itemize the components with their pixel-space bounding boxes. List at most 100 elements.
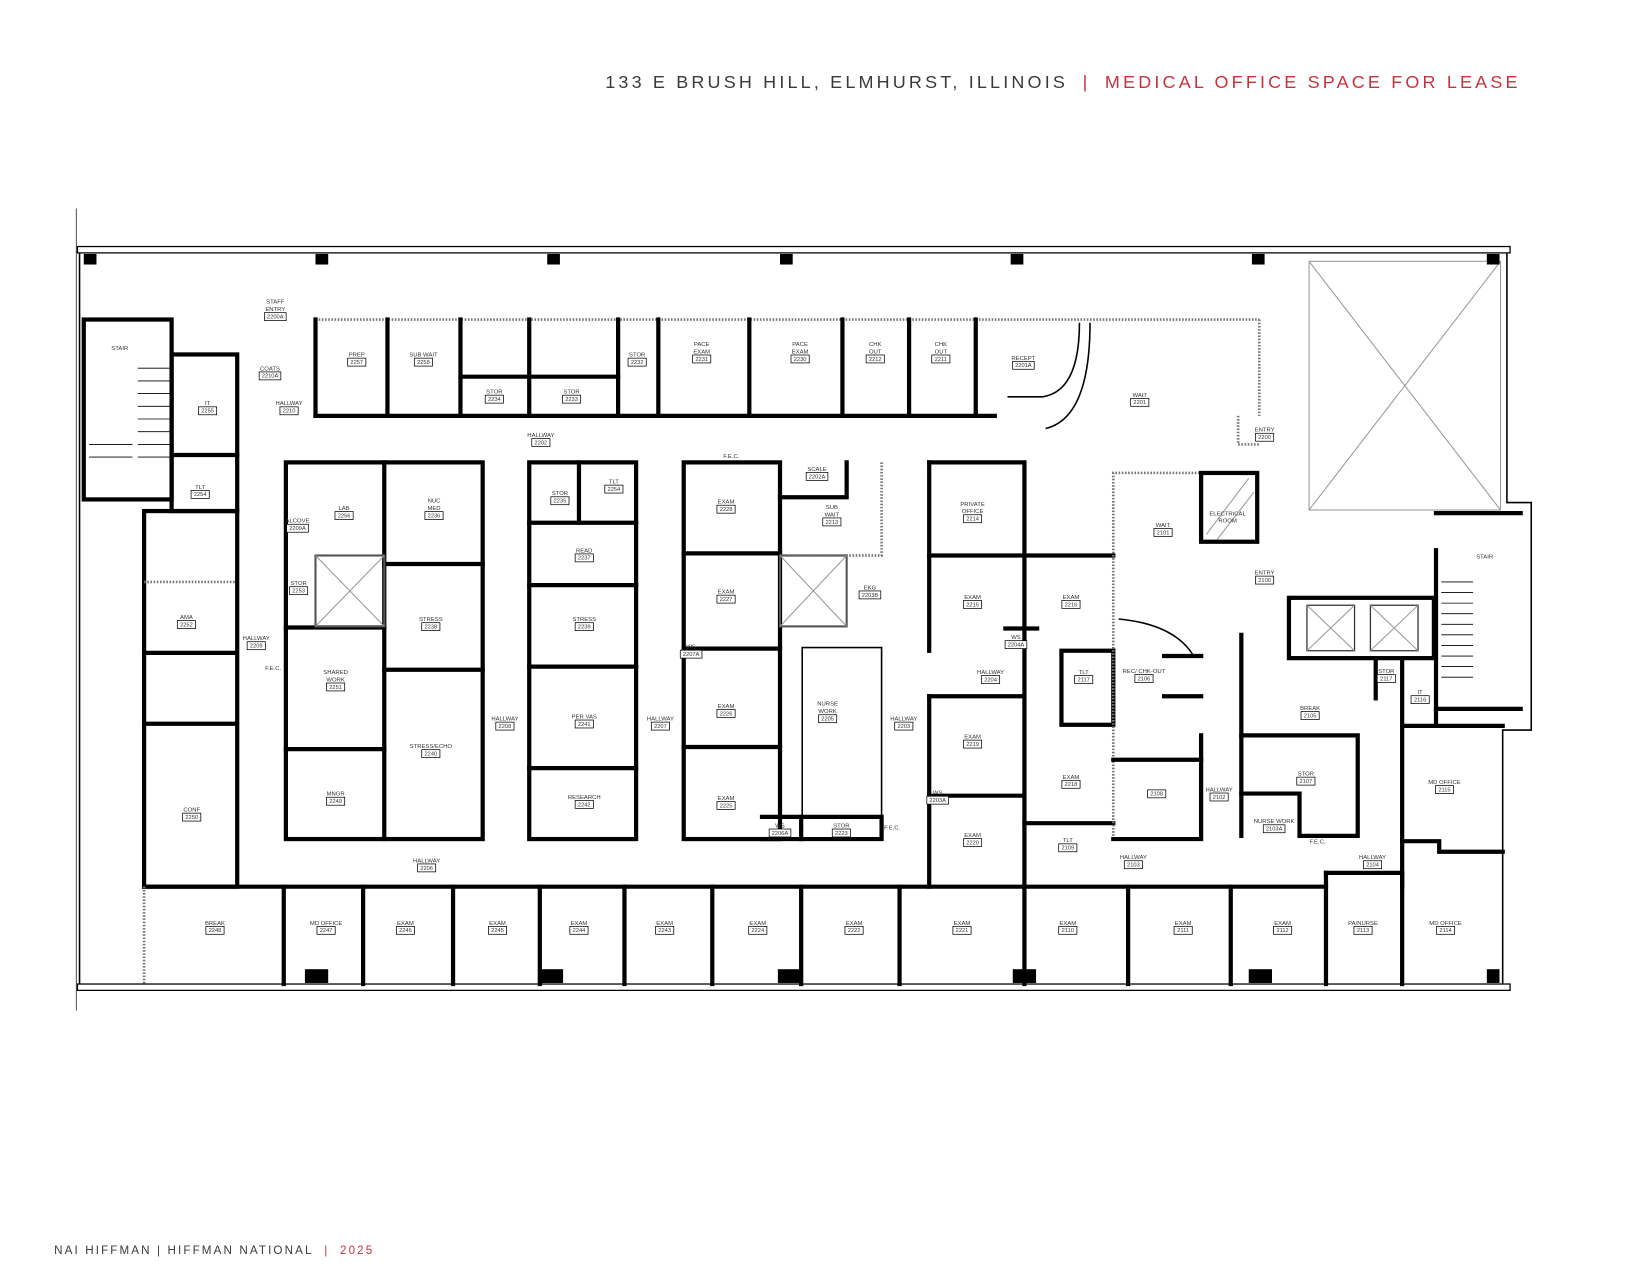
room-number-box bbox=[831, 828, 851, 838]
room-number: 2230 bbox=[794, 357, 807, 363]
room-number-box bbox=[190, 490, 210, 499]
room-label: STAIR bbox=[1476, 555, 1493, 561]
room-number-box bbox=[1296, 776, 1316, 786]
room-name: WS bbox=[1011, 635, 1021, 641]
room-number-box bbox=[574, 719, 594, 729]
room-number: 2115 bbox=[1438, 787, 1450, 793]
room-number: 2244 bbox=[573, 928, 586, 934]
room-number-box bbox=[963, 739, 983, 749]
room-name: MNGR bbox=[327, 792, 345, 798]
room-number: 2238 bbox=[424, 625, 437, 631]
room-number: 2202A bbox=[809, 474, 826, 480]
room-number: 2239 bbox=[578, 625, 591, 631]
room-name: EXAM bbox=[954, 921, 971, 927]
room-name: STAIR bbox=[1476, 555, 1493, 561]
room-name: STOR bbox=[552, 491, 568, 497]
room-name: ROOM bbox=[1218, 519, 1236, 525]
room-name: HALLWAY bbox=[1120, 855, 1147, 861]
room-number-box bbox=[805, 472, 829, 481]
room-name: BREAK bbox=[205, 921, 225, 927]
room-number-box bbox=[1262, 824, 1286, 834]
room-name: COATS bbox=[260, 366, 280, 372]
room-number-box bbox=[488, 925, 507, 935]
room-number: 2211 bbox=[935, 357, 947, 363]
room-number: 2242 bbox=[578, 802, 591, 808]
room-name: TLT bbox=[195, 485, 205, 491]
room-number-box bbox=[627, 357, 647, 367]
room-number: 2204 bbox=[984, 677, 997, 683]
room-number: 2117 bbox=[1078, 677, 1090, 683]
room-number: 2218 bbox=[1065, 782, 1078, 788]
room-number: 2203A bbox=[929, 798, 946, 804]
room-name: EXAM bbox=[693, 349, 710, 355]
room-name: WS bbox=[933, 791, 943, 797]
room-name: EXAM bbox=[964, 595, 981, 601]
room-labels: STAIRSTAFFENTRY2200ACOATS2210AIT2255HALL… bbox=[111, 300, 1493, 935]
room-number-box bbox=[1153, 528, 1173, 537]
room-number: 2235 bbox=[554, 499, 567, 505]
room-name: EXAM bbox=[749, 921, 766, 927]
room-number-box bbox=[421, 622, 441, 631]
room-number: 2116 bbox=[1414, 698, 1426, 704]
room-number-box bbox=[326, 796, 346, 806]
room-number-box bbox=[768, 828, 792, 838]
room-name: EXAM bbox=[964, 833, 981, 839]
room-number-box bbox=[574, 553, 594, 563]
room-number-box bbox=[716, 709, 736, 718]
room-name: HALLWAY bbox=[977, 670, 1004, 676]
room-number: 2250 bbox=[185, 815, 198, 821]
room-name: HALLWAY bbox=[1206, 787, 1233, 793]
room-number-box bbox=[844, 925, 864, 935]
room-name: NUC bbox=[428, 499, 442, 505]
room-label: STAIR bbox=[111, 346, 128, 352]
room-number: 2111 bbox=[1177, 928, 1189, 934]
room-name: CHK bbox=[935, 342, 948, 348]
room-number: 2216 bbox=[1065, 602, 1078, 608]
room-name: EXAM bbox=[656, 921, 673, 927]
room-name: EXAM bbox=[846, 921, 863, 927]
room-name: EXAM bbox=[1059, 921, 1076, 927]
room-name: STOR bbox=[486, 390, 502, 396]
room-number: 2247 bbox=[320, 928, 333, 934]
room-number-box bbox=[495, 721, 515, 731]
room-name: STAFF bbox=[266, 300, 285, 306]
room-name: HALLWAY bbox=[890, 717, 917, 723]
room-number: 2200 bbox=[1258, 435, 1271, 441]
room-number-box bbox=[952, 925, 972, 935]
room-name: WS bbox=[686, 645, 696, 651]
room-number: 2113 bbox=[1357, 928, 1369, 934]
room-number: 2252 bbox=[180, 622, 193, 628]
room-number-box bbox=[182, 812, 202, 822]
room-name: NURSE bbox=[817, 702, 838, 708]
room-number-box bbox=[286, 523, 309, 533]
room-name: WAIT bbox=[1156, 523, 1171, 529]
room-number-box bbox=[279, 406, 299, 416]
room-name: RECEPT bbox=[1011, 356, 1035, 362]
room-number-box bbox=[963, 838, 983, 847]
room-number: 2228 bbox=[720, 507, 733, 513]
room-name: ENTRY bbox=[1255, 428, 1275, 434]
room-number: 2232 bbox=[631, 360, 644, 366]
room-number-box bbox=[417, 863, 437, 873]
room-name: ENTRY bbox=[1255, 571, 1275, 577]
room-number: 2209A bbox=[289, 526, 306, 532]
room-name: EXAM bbox=[489, 921, 506, 927]
room-number: 2114 bbox=[1439, 928, 1451, 934]
